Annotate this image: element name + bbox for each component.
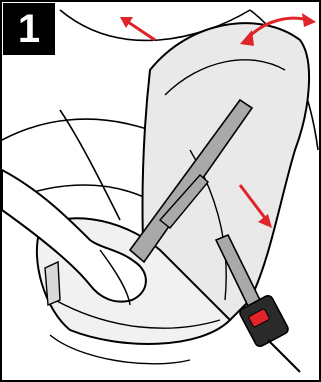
- belt-guide-clip: [45, 262, 60, 305]
- seat-belt-buckle: [238, 294, 300, 372]
- right-arm-outline: [60, 110, 120, 220]
- step-number-badge: 1: [3, 3, 55, 55]
- arrow-up-left-icon: [120, 17, 155, 40]
- step-number: 1: [18, 9, 40, 49]
- buckle-strap: [268, 340, 300, 372]
